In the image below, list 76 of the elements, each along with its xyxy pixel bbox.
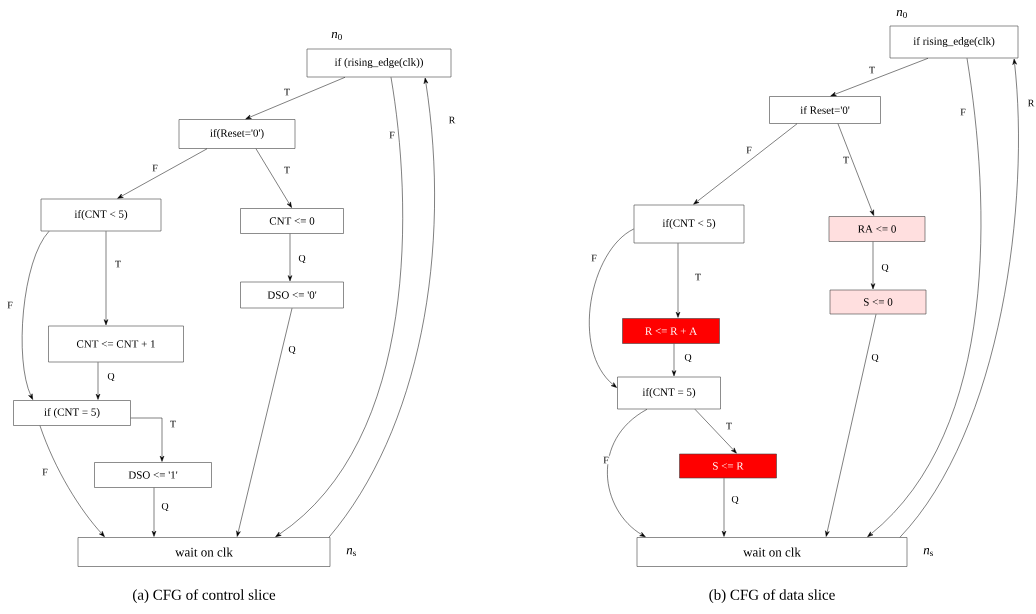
edge-label: Q xyxy=(870,352,880,364)
process-box: wait on clk xyxy=(77,537,331,567)
edge-label: Q xyxy=(160,501,170,513)
arrow xyxy=(675,243,681,318)
arrow xyxy=(870,241,876,290)
arrow xyxy=(837,123,874,216)
arrow xyxy=(328,77,435,538)
process-box: DSO <= '1' xyxy=(94,462,212,488)
edge-label: F xyxy=(602,455,610,465)
arrow xyxy=(117,148,208,199)
edge-label: Q xyxy=(730,494,740,506)
edge-label: F xyxy=(6,300,14,310)
arrow xyxy=(245,77,346,120)
process-box: if(CNT < 5) xyxy=(40,198,162,232)
caption: (a) CFG of control slice xyxy=(133,589,276,603)
arrow xyxy=(95,362,101,400)
process-box: CNT <= CNT + 1 xyxy=(48,325,184,363)
edge-label: Q xyxy=(106,371,116,383)
edge-label: F xyxy=(151,163,159,173)
process-box: wait on clk xyxy=(636,537,908,567)
node-label: n$_{0}$ xyxy=(896,9,907,19)
edge-label: Q xyxy=(683,352,693,364)
process-box: if(CNT < 5) xyxy=(633,204,745,244)
edge-label: F xyxy=(745,145,753,155)
edge-label: T xyxy=(282,87,292,97)
arrow xyxy=(694,409,737,454)
node-label: n$_{s}$ xyxy=(346,548,356,556)
edge-label: T xyxy=(113,259,123,269)
edge-label: T xyxy=(168,419,178,429)
edge-label: T xyxy=(724,421,734,431)
caption: (b) CFG of data slice xyxy=(709,589,835,603)
arrow xyxy=(721,478,727,537)
arrow xyxy=(236,308,293,537)
edge-label: Q xyxy=(297,253,307,265)
process-box: if(CNT = 5) xyxy=(617,376,721,410)
edge-label: F xyxy=(388,130,396,140)
process-box: R <= R + A xyxy=(622,318,720,344)
edge-label: F xyxy=(41,467,49,477)
arrow xyxy=(693,123,798,205)
process-box: if rising_edge(clk) xyxy=(889,25,1019,59)
edge-label: F xyxy=(959,107,967,117)
edge-label: Q xyxy=(880,262,890,274)
process-box: S <= R xyxy=(679,453,777,479)
arrow xyxy=(607,409,648,538)
arrow xyxy=(275,77,403,538)
arrow xyxy=(867,58,982,537)
arrow xyxy=(151,487,157,537)
arrow xyxy=(899,58,1019,538)
arrow xyxy=(21,231,50,400)
edge-label: F xyxy=(590,253,598,263)
edge-label: R xyxy=(1026,98,1036,108)
edge-label: T xyxy=(841,155,851,165)
arrow xyxy=(671,343,677,377)
arrow xyxy=(255,148,292,208)
edge-label: T xyxy=(867,65,877,75)
arrow xyxy=(825,314,877,537)
node-label: n$_{0}$ xyxy=(331,31,342,41)
edge-label: T xyxy=(282,165,292,175)
arrow xyxy=(589,228,634,388)
process-box: if (CNT = 5) xyxy=(13,400,131,426)
process-box: CNT <= 0 xyxy=(240,208,344,234)
edge-label: T xyxy=(693,272,703,282)
process-box: DSO <= '0' xyxy=(240,281,344,309)
arrow xyxy=(39,425,105,537)
edge-label: Q xyxy=(287,344,297,356)
process-box: RA <= 0 xyxy=(828,216,926,242)
edge-label: R xyxy=(447,115,457,125)
arrow xyxy=(287,233,293,282)
process-box: if Reset='0' xyxy=(769,96,881,124)
process-box: S <= 0 xyxy=(829,289,927,315)
arrow xyxy=(830,58,929,97)
process-box: if(Reset='0') xyxy=(178,119,296,149)
node-label: n$_{s}$ xyxy=(923,548,933,556)
process-box: if (rising_edge(clk)) xyxy=(306,48,452,78)
arrow xyxy=(130,417,165,462)
arrow xyxy=(103,231,109,326)
